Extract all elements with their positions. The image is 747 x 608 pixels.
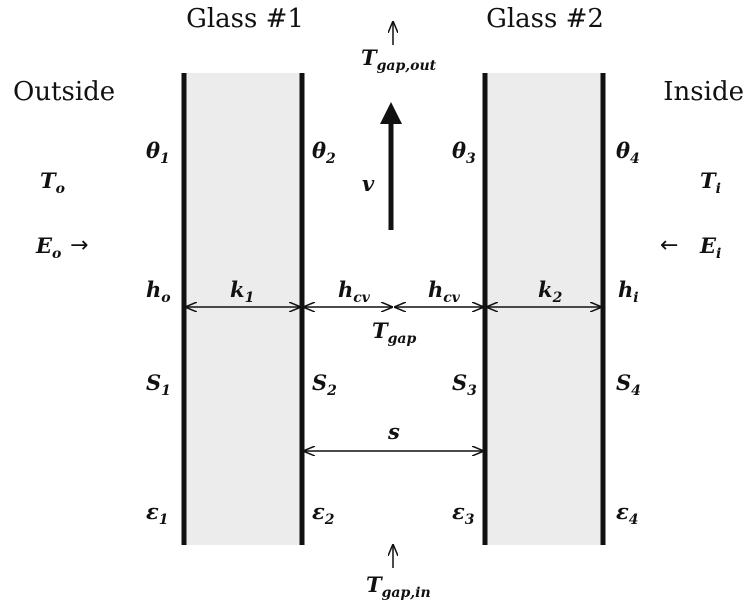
t-gap-out-label: Tgap,out (361, 45, 437, 74)
glass-2-header: Glass #2 (486, 4, 604, 34)
inside-label: Inside (663, 77, 744, 107)
t-gap-in-label: Tgap,in (366, 572, 431, 601)
velocity-label: v (362, 171, 375, 196)
glass-pane-2 (485, 73, 603, 545)
t-outside-label: To (40, 168, 65, 197)
gap-width-label: s (387, 419, 400, 444)
eps-2-label: ε2 (312, 499, 335, 528)
t-gap-label: Tgap (372, 318, 417, 347)
t-inside-label: Ti (700, 168, 721, 197)
glass-pane-1 (184, 73, 302, 545)
e-outside-label: Eo (35, 233, 61, 262)
h-inside-label: hi (618, 277, 639, 306)
h-cv-right-label: hcv (428, 277, 461, 306)
s-1-label: S1 (146, 370, 171, 399)
glass-1-header: Glass #1 (186, 4, 304, 34)
eps-3-label: ε3 (452, 499, 475, 528)
h-outside-label: ho (146, 277, 171, 306)
s-4-label: S4 (616, 370, 641, 399)
e-inside-arrow-icon: ← (660, 233, 678, 258)
k-1-label: k1 (230, 277, 254, 306)
outside-label: Outside (13, 77, 115, 107)
e-outside-arrow-icon: → (70, 233, 88, 258)
velocity-arrow-head (380, 102, 402, 124)
s-2-label: S2 (312, 370, 337, 399)
h-cv-left-label: hcv (338, 277, 371, 306)
s-3-label: S3 (452, 370, 477, 399)
theta-4-label: θ4 (616, 138, 640, 167)
theta-1-label: θ1 (146, 138, 170, 167)
e-inside-label: Ei (699, 233, 721, 262)
k-2-label: k2 (538, 277, 563, 306)
theta-2-label: θ2 (312, 138, 336, 167)
theta-3-label: θ3 (452, 138, 476, 167)
eps-4-label: ε4 (616, 499, 639, 528)
eps-1-label: ε1 (146, 499, 169, 528)
